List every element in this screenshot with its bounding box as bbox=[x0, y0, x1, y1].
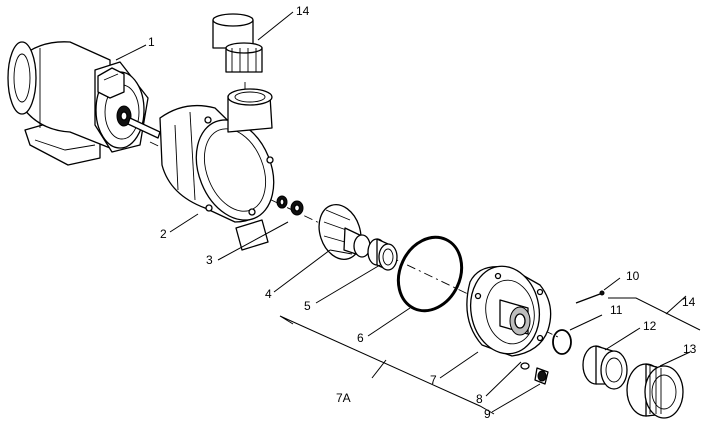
motor bbox=[7, 41, 161, 166]
pump-body bbox=[159, 88, 275, 223]
drain-oring bbox=[520, 362, 530, 370]
union-nut bbox=[626, 363, 684, 419]
callout-8: 8 bbox=[476, 392, 483, 406]
callout-labels: 1 14 2 3 4 5 6 7 7A 8 9 10 11 12 13 14 bbox=[148, 4, 697, 421]
shaft-seal bbox=[235, 195, 304, 251]
callout-12: 12 bbox=[643, 319, 657, 333]
union-oring bbox=[552, 329, 572, 355]
callout-14-right: 14 bbox=[682, 295, 696, 309]
callout-5: 5 bbox=[304, 299, 311, 313]
callout-7: 7 bbox=[430, 373, 437, 387]
callout-3: 3 bbox=[206, 253, 213, 267]
callout-13: 13 bbox=[683, 342, 697, 356]
callout-11: 11 bbox=[610, 303, 623, 317]
callout-14-top: 14 bbox=[296, 4, 310, 18]
screw bbox=[575, 290, 605, 304]
union-fitting-top bbox=[212, 13, 263, 73]
callout-6: 6 bbox=[357, 331, 364, 345]
leader-lines bbox=[115, 11, 701, 415]
wear-ring bbox=[367, 238, 398, 271]
callout-4: 4 bbox=[265, 287, 272, 301]
impeller bbox=[318, 204, 371, 260]
callout-10: 10 bbox=[626, 269, 640, 283]
drain-plug bbox=[534, 367, 549, 385]
callout-7a: 7A bbox=[336, 391, 351, 405]
callout-2: 2 bbox=[160, 227, 167, 241]
front-housing bbox=[466, 265, 552, 357]
o-ring bbox=[396, 235, 464, 313]
callout-9: 9 bbox=[484, 407, 491, 421]
callout-1: 1 bbox=[148, 35, 155, 49]
union-tail bbox=[582, 345, 628, 390]
